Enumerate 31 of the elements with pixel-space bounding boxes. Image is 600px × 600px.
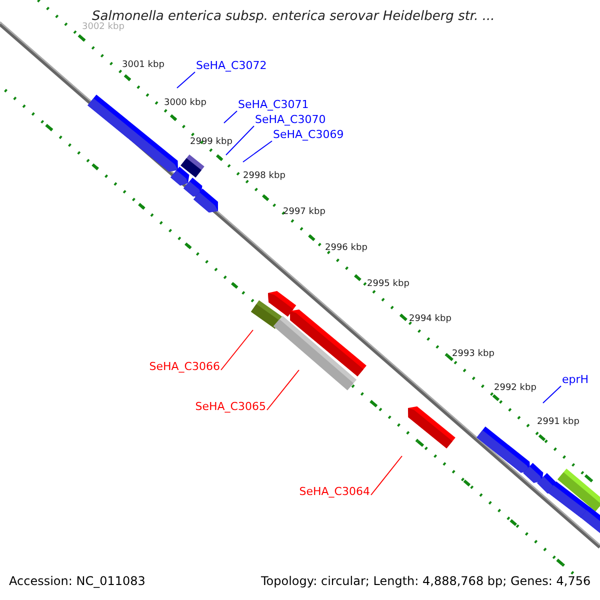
title: Salmonella enterica subsp. enterica serovar Heidelberg str. ... xyxy=(92,10,495,23)
scale-label: 2995 kbp xyxy=(367,280,410,289)
gene-label: SeHA_C3065 xyxy=(195,401,266,412)
scale-label: 2999 kbp xyxy=(190,138,232,147)
scale-label: 2998 kbp xyxy=(243,172,286,181)
leader-line xyxy=(220,330,254,370)
scale-label: 2996 kbp xyxy=(325,244,368,253)
scale-label: 2991 kbp xyxy=(537,418,580,427)
leader-line xyxy=(224,110,238,124)
leader-line xyxy=(370,456,402,496)
scale-label: 2994 kbp xyxy=(409,315,452,324)
accession-text: Accession: NC_011083 xyxy=(9,575,146,587)
gene-label: SeHA_C3070 xyxy=(255,114,326,125)
gene-label: SeHA_C3071 xyxy=(238,99,309,110)
gene-label: SeHA_C3066 xyxy=(149,361,220,372)
leader-line xyxy=(226,126,254,156)
leader-line xyxy=(242,140,272,162)
scale-label: 2993 kbp xyxy=(452,350,494,359)
scale-label: 3000 kbp xyxy=(164,99,206,108)
leader-line xyxy=(542,386,562,404)
gene-label: eprH xyxy=(562,374,589,385)
gene-label: SeHA_C3069 xyxy=(273,129,344,140)
scale-label: 2997 kbp xyxy=(283,208,326,217)
leader-line xyxy=(266,370,300,410)
scale-label: 2992 kbp xyxy=(494,384,536,393)
gene-label: SeHA_C3072 xyxy=(196,60,267,71)
leader-line xyxy=(176,72,196,88)
gene-label: SeHA_C3064 xyxy=(299,486,370,497)
scale-label: 3002 kbp xyxy=(82,23,124,32)
scale-label: 3001 kbp xyxy=(122,61,164,70)
genome-stats-text: Topology: circular; Length: 4,888,768 bp; Genes: 4,756 xyxy=(261,575,591,587)
